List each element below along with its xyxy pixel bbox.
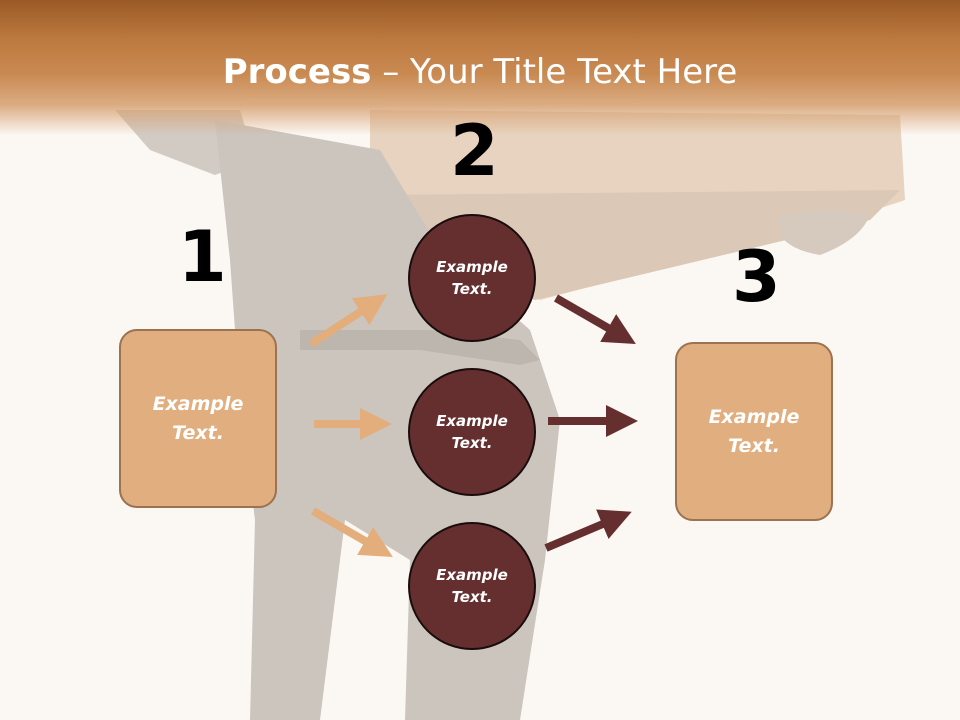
step-2-circle-middle: Example Text. (408, 368, 536, 496)
step-number-3: 3 (732, 236, 781, 318)
step-2-circle-top: Example Text. (408, 214, 536, 342)
step-number-2: 2 (450, 110, 499, 192)
slide-title: Process – Your Title Text Here (0, 52, 960, 92)
step-2-text-bottom: Example Text. (436, 565, 508, 607)
step-3-box: Example Text. (675, 342, 833, 521)
step-number-1: 1 (178, 216, 227, 298)
step-2-text-middle: Example Text. (436, 411, 508, 453)
arrow-1-to-2-top (308, 294, 388, 348)
arrow-1-to-2-bottom (311, 507, 393, 557)
step-1-box: Example Text. (119, 329, 277, 508)
title-rest: – Your Title Text Here (371, 52, 738, 92)
arrow-2-to-3-top (554, 294, 636, 344)
step-2-circle-bottom: Example Text. (408, 522, 536, 650)
title-bold: Process (222, 52, 372, 92)
step-1-text: Example Text. (152, 393, 244, 444)
title-band (0, 0, 960, 135)
step-3-text: Example Text. (708, 406, 800, 457)
step-2-text-top: Example Text. (436, 257, 508, 299)
arrow-2-to-3-bottom (544, 509, 632, 552)
